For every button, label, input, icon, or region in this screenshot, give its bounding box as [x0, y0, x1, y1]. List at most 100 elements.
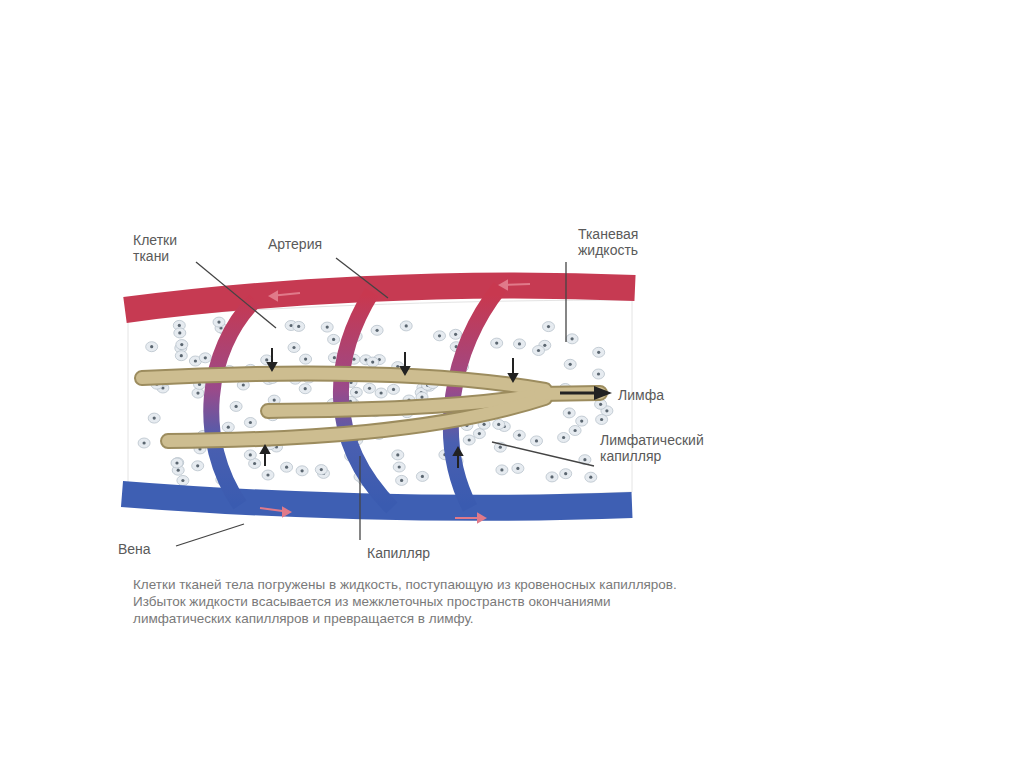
cell-nucleus [543, 344, 546, 347]
cell-nucleus [180, 343, 183, 346]
cell-nucleus [150, 345, 153, 348]
cell-nucleus [320, 468, 323, 471]
cell-nucleus [495, 342, 498, 345]
cell-nucleus [242, 383, 245, 386]
cell-nucleus [178, 331, 181, 334]
lymph-flow-arrow [560, 392, 596, 395]
part-label: Лимфатический капилляр [600, 432, 720, 464]
cell-nucleus [253, 462, 256, 465]
tissue-cell [199, 353, 211, 363]
tissue-cell [176, 340, 188, 350]
cell-nucleus [290, 324, 293, 327]
part-label: Вена [118, 541, 151, 557]
cell-nucleus [569, 363, 572, 366]
cell-nucleus [235, 405, 238, 408]
cell-nucleus [196, 464, 199, 467]
cell-nucleus [196, 392, 199, 395]
tissue-cell [450, 329, 462, 339]
cell-nucleus [400, 479, 403, 482]
cell-nucleus [304, 358, 307, 361]
cell-nucleus [396, 453, 399, 456]
tissue-cell [321, 322, 333, 332]
cell-nucleus [580, 420, 583, 423]
cell-nucleus [297, 325, 300, 328]
tissue-cell [146, 342, 158, 352]
cell-nucleus [497, 423, 500, 426]
tissue-cell [244, 450, 256, 460]
cell-nucleus [438, 334, 441, 337]
tissue-cell [569, 426, 581, 436]
tissue-cell [400, 321, 412, 331]
tissue-cell [375, 388, 387, 398]
cell-nucleus [405, 324, 408, 327]
tissue-cell [493, 419, 505, 429]
tissue-cell [531, 436, 543, 446]
cell-nucleus [562, 436, 565, 439]
cell-nucleus [392, 388, 395, 391]
cell-nucleus [227, 426, 230, 429]
cell-nucleus [518, 434, 521, 437]
cell-nucleus [516, 467, 519, 470]
lymph-flow-arrowhead [594, 386, 612, 400]
tissue-cell [299, 384, 311, 394]
cell-nucleus [376, 329, 379, 332]
cell-nucleus [468, 438, 471, 441]
cell-nucleus [478, 432, 481, 435]
figure-caption: Клетки тканей тела погружены в жидкость,… [133, 576, 693, 627]
cell-nucleus [589, 476, 592, 479]
tissue-cell [222, 422, 234, 432]
cell-nucleus [421, 475, 424, 478]
cell-nucleus [605, 409, 608, 412]
tissue-cell [148, 413, 160, 423]
tissue-cell [564, 359, 576, 369]
cell-nucleus [518, 342, 521, 345]
cell-nucleus [371, 361, 374, 364]
cell-nucleus [568, 411, 571, 414]
part-label: Тканевая жидкость [578, 226, 678, 258]
cell-nucleus [454, 333, 457, 336]
part-label: Капилляр [367, 545, 430, 561]
cell-nucleus [420, 396, 423, 399]
cell-nucleus [178, 324, 181, 327]
tissue-cell [213, 317, 225, 327]
lymph-capillaries [142, 373, 600, 441]
cell-nucleus [249, 453, 252, 456]
tissue-cell [566, 334, 578, 344]
cell-nucleus [380, 391, 383, 394]
tissue-cell [496, 465, 508, 475]
cell-nucleus [217, 321, 220, 324]
tissue-cell [393, 462, 405, 472]
tissue-cell [300, 354, 312, 364]
tissue-cell [593, 369, 605, 379]
cell-nucleus [292, 346, 295, 349]
cell-nucleus [181, 479, 184, 482]
cell-nucleus [398, 465, 401, 468]
tissue-cell [546, 472, 558, 482]
cell-nucleus [285, 466, 288, 469]
tissue-cell [315, 465, 327, 475]
tissue-cell [172, 458, 184, 468]
tissue-cell [473, 429, 485, 439]
cell-nucleus [352, 358, 355, 361]
cell-nucleus [355, 391, 358, 394]
cell-nucleus [368, 387, 371, 390]
part-label: Артерия [268, 236, 322, 252]
cell-nucleus [273, 399, 276, 402]
tissue-cell [175, 351, 187, 361]
tissue-cell [388, 384, 400, 394]
cell-nucleus [547, 325, 550, 328]
cell-nucleus [332, 338, 335, 341]
tissue-cell [392, 450, 404, 460]
tissue-cell [192, 461, 204, 471]
tissue-cell [513, 430, 525, 440]
tissue-cell [171, 458, 183, 468]
tissue-cell [512, 463, 524, 473]
cell-nucleus [600, 418, 603, 421]
cell-nucleus [499, 446, 502, 449]
cell-nucleus [599, 403, 602, 406]
cell-nucleus [535, 439, 538, 442]
tissue-area [128, 300, 632, 497]
tissue-cell [585, 472, 597, 482]
tissue-cell [514, 339, 526, 349]
